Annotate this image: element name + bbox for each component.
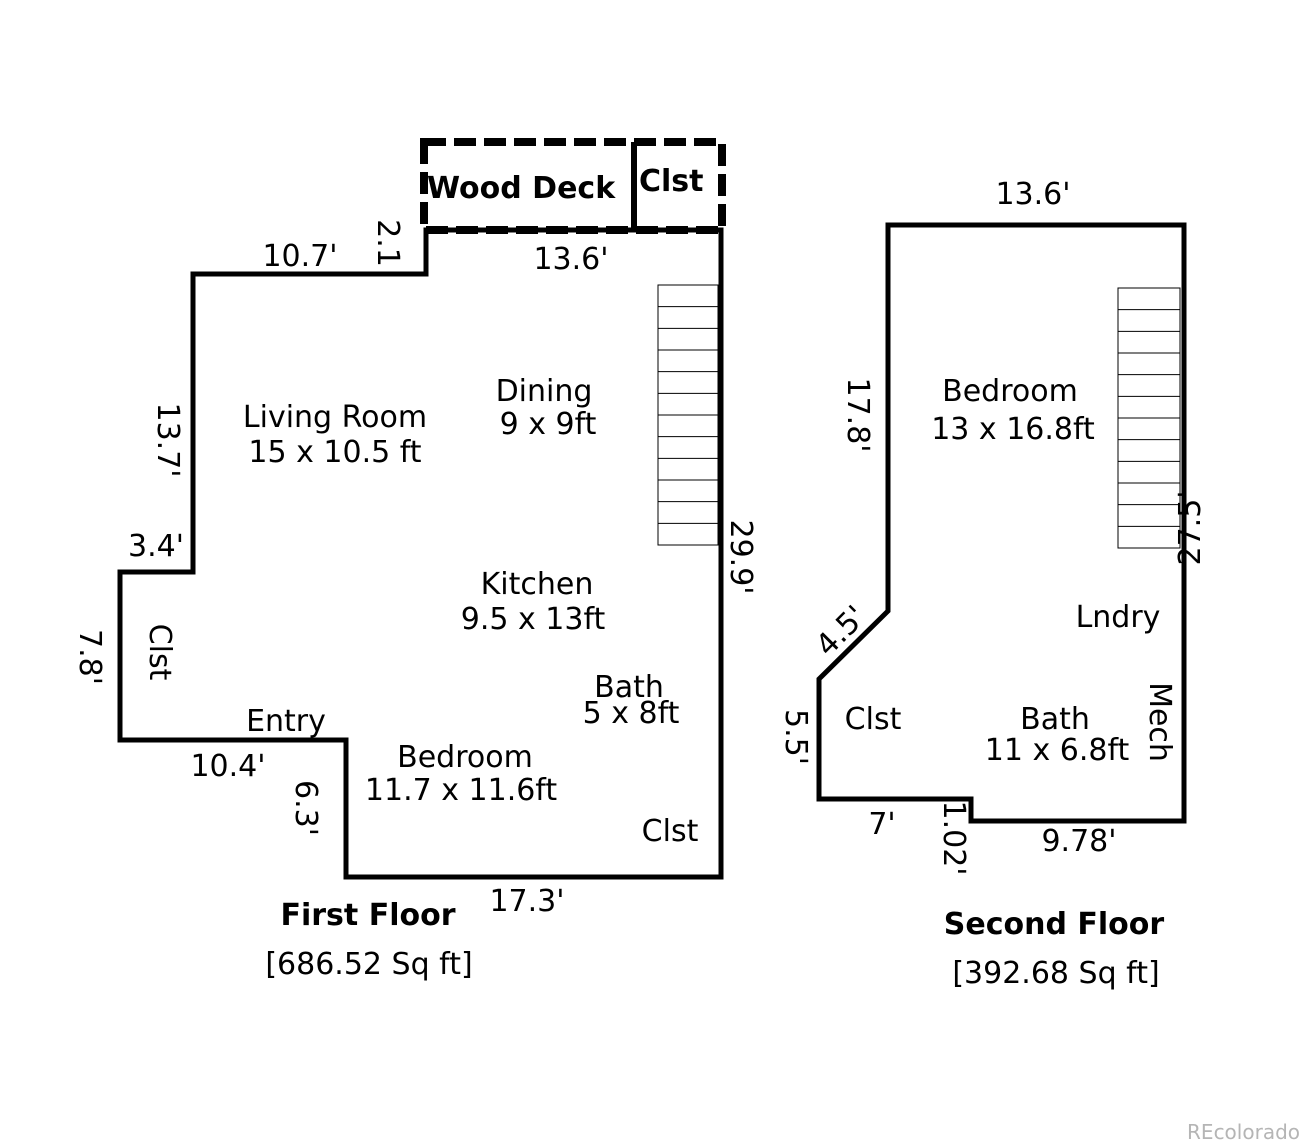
dim-entry-bottom: 10.4' bbox=[190, 749, 265, 784]
dim-top: 13.6' bbox=[995, 177, 1070, 212]
bedroom-size: 11.7 x 11.6ft bbox=[365, 773, 557, 808]
kitchen-label: Kitchen bbox=[481, 567, 594, 602]
dim-diagonal: 4.5' bbox=[809, 599, 873, 663]
dim-left-upper: 13.7' bbox=[150, 402, 185, 477]
bath-size: 11 x 6.8ft bbox=[985, 733, 1130, 768]
dim-left-lower: 7.8' bbox=[72, 629, 107, 685]
dim-top-right: 13.6' bbox=[533, 242, 608, 277]
dining-size: 9 x 9ft bbox=[500, 407, 597, 442]
closet-bottom-label: Clst bbox=[642, 814, 699, 849]
closet-label: Clst bbox=[845, 702, 902, 737]
laundry-label: Lndry bbox=[1076, 600, 1161, 635]
dining-label: Dining bbox=[496, 374, 593, 409]
dim-bottom-left: 7' bbox=[868, 807, 895, 842]
dim-top-left: 10.7' bbox=[262, 239, 337, 274]
mech-label: Mech bbox=[1142, 682, 1177, 762]
bath-size: 5 x 8ft bbox=[583, 696, 680, 731]
first-floor-title: First Floor bbox=[280, 898, 455, 933]
dim-left: 17.8' bbox=[840, 377, 875, 452]
living-room-label: Living Room bbox=[243, 400, 427, 435]
kitchen-size: 9.5 x 13ft bbox=[461, 602, 606, 637]
wood-deck-label: Wood Deck bbox=[427, 171, 616, 206]
second-floor-area: [392.68 Sq ft] bbox=[952, 956, 1159, 991]
second-floor-plan: 13.6' 17.8' 27.5' 4.5' 5.5' 7' 1.02' 9.7… bbox=[778, 177, 1208, 991]
dim-left-lower: 5.5' bbox=[778, 709, 813, 765]
bedroom-label: Bedroom bbox=[942, 374, 1078, 409]
dim-step: 2.1 bbox=[370, 219, 405, 267]
dim-right: 29.9' bbox=[723, 519, 758, 594]
dim-entry-step: 6.3' bbox=[288, 780, 323, 836]
dim-step: 1.02' bbox=[936, 800, 971, 875]
first-floor-plan: Wood Deck Clst Living Room 15 x 10.5 ft … bbox=[72, 138, 758, 982]
closet-left-label: Clst bbox=[142, 624, 177, 681]
deck-closet-label: Clst bbox=[639, 164, 704, 199]
watermark: REcolorado bbox=[1187, 1120, 1300, 1144]
second-floor-walls bbox=[816, 222, 1187, 824]
dim-bottom: 17.3' bbox=[489, 884, 564, 919]
second-floor-stairs bbox=[1117, 287, 1181, 549]
bedroom-size: 13 x 16.8ft bbox=[931, 412, 1095, 447]
bath-label: Bath bbox=[594, 670, 664, 705]
first-floor-stairs bbox=[657, 284, 719, 546]
first-floor-area: [686.52 Sq ft] bbox=[265, 947, 472, 982]
second-floor-title: Second Floor bbox=[944, 907, 1165, 942]
entry-label: Entry bbox=[246, 704, 326, 739]
bedroom-label: Bedroom bbox=[397, 740, 533, 775]
dim-right: 27.5' bbox=[1173, 490, 1208, 565]
first-floor-walls bbox=[117, 227, 724, 880]
wood-deck-outline bbox=[420, 138, 726, 234]
dim-left-step: 3.4' bbox=[128, 529, 184, 564]
bath-label: Bath bbox=[1020, 702, 1090, 737]
living-room-size: 15 x 10.5 ft bbox=[248, 435, 421, 470]
dim-bottom-right: 9.78' bbox=[1041, 824, 1116, 859]
